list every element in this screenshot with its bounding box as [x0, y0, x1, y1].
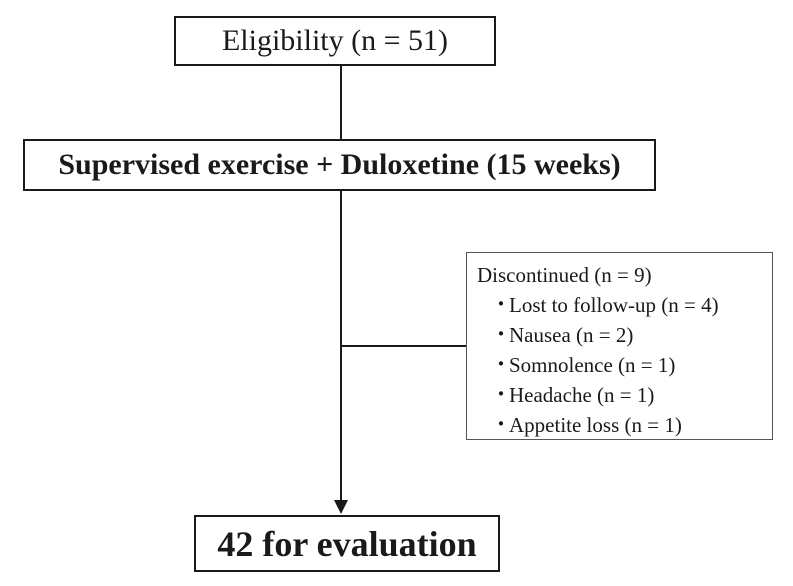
eligibility-box: Eligibility (n = 51) [174, 16, 496, 66]
arrowhead-down-icon [334, 500, 348, 514]
discontinued-box: Discontinued (n = 9) ・ Lost to follow-up… [466, 252, 773, 440]
treatment-label: Supervised exercise + Duloxetine (15 wee… [58, 148, 621, 181]
treatment-box: Supervised exercise + Duloxetine (15 wee… [23, 139, 656, 191]
bullet-icon: ・ [491, 354, 511, 376]
reason-appetite-loss: Appetite loss (n = 1) [509, 413, 682, 437]
list-item: ・ Somnolence (n = 1) [491, 350, 772, 380]
list-item: ・ Lost to follow-up (n = 4) [491, 290, 772, 320]
reason-headache: Headache (n = 1) [509, 383, 655, 407]
discontinued-heading: Discontinued (n = 9) [477, 263, 652, 287]
bullet-icon: ・ [491, 384, 511, 406]
bullet-icon: ・ [491, 414, 511, 436]
bullet-icon: ・ [491, 294, 511, 316]
discontinued-reasons-list: ・ Lost to follow-up (n = 4) ・ Nausea (n … [477, 290, 772, 440]
reason-somnolence: Somnolence (n = 1) [509, 353, 676, 377]
eligibility-label: Eligibility (n = 51) [221, 24, 449, 57]
reason-lost-to-follow-up: Lost to follow-up (n = 4) [509, 293, 719, 317]
evaluation-box: 42 for evaluation [194, 515, 500, 572]
bullet-icon: ・ [491, 324, 511, 346]
list-item: ・ Headache (n = 1) [491, 380, 772, 410]
list-item: ・ Nausea (n = 2) [491, 320, 772, 350]
list-item: ・ Appetite loss (n = 1) [491, 410, 772, 440]
reason-nausea: Nausea (n = 2) [509, 323, 634, 347]
evaluation-label: 42 for evaluation [217, 523, 477, 564]
